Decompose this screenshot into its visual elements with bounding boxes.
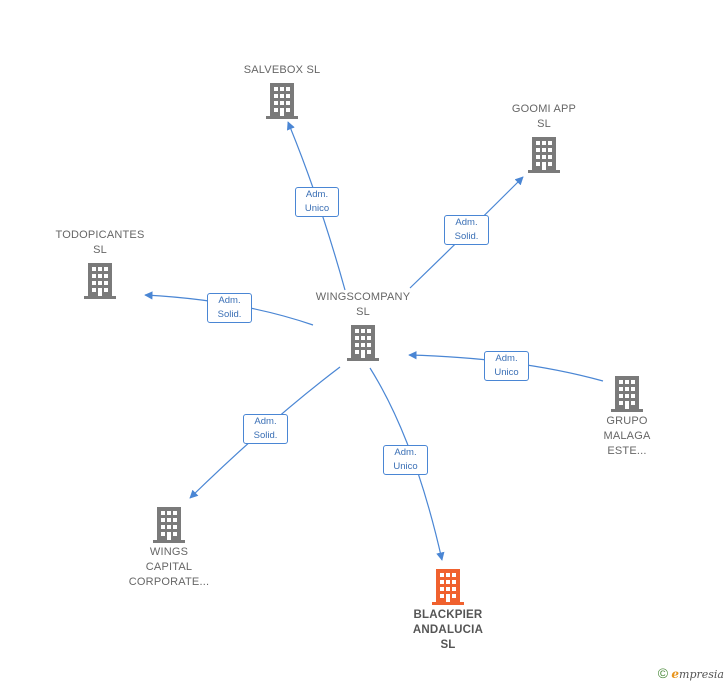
node-label: WINGSCOMPANY SL xyxy=(315,291,411,318)
building-icon xyxy=(84,263,116,299)
building-icon xyxy=(266,83,298,119)
node-grupo-malaga-este[interactable]: GRUPO MALAGA ESTE... xyxy=(567,376,687,459)
node-todopicantes[interactable]: TODOPICANTES SL xyxy=(40,228,160,299)
building-icon xyxy=(432,569,464,605)
node-label: BLACKPIER ANDALUCIA SL xyxy=(412,609,484,651)
node-label: SALVEBOX SL xyxy=(243,64,321,76)
empresia-watermark: © empresia xyxy=(658,665,724,681)
node-label: TODOPICANTES SL xyxy=(55,229,145,256)
edge-label-blackpier[interactable]: Adm. Unico xyxy=(383,445,428,475)
edge-label-goomi[interactable]: Adm. Solid. xyxy=(444,215,489,245)
edge-label-salvebox[interactable]: Adm. Unico xyxy=(295,187,339,217)
building-icon xyxy=(347,325,379,361)
node-label: WINGS CAPITAL CORPORATE... xyxy=(128,546,210,588)
copyright-icon: © xyxy=(657,665,669,681)
node-wingscompany[interactable]: WINGSCOMPANY SL xyxy=(303,290,423,361)
node-goomi-app[interactable]: GOOMI APP SL xyxy=(484,102,604,173)
node-label: GRUPO MALAGA ESTE... xyxy=(603,415,651,457)
edge-label-todopicantes[interactable]: Adm. Solid. xyxy=(207,293,252,323)
edge-label-grupo[interactable]: Adm. Unico xyxy=(484,351,529,381)
brand-name: mpresia xyxy=(679,668,724,681)
brand-initial: e xyxy=(671,667,680,681)
building-icon xyxy=(611,376,643,412)
node-salvebox[interactable]: SALVEBOX SL xyxy=(222,63,342,119)
node-blackpier-andalucia[interactable]: BLACKPIER ANDALUCIA SL xyxy=(388,569,508,653)
building-icon xyxy=(528,137,560,173)
node-wings-capital-corporate[interactable]: WINGS CAPITAL CORPORATE... xyxy=(109,507,229,590)
building-icon xyxy=(153,507,185,543)
edge-label-wings-capital[interactable]: Adm. Solid. xyxy=(243,414,288,444)
node-label: GOOMI APP SL xyxy=(511,103,577,130)
